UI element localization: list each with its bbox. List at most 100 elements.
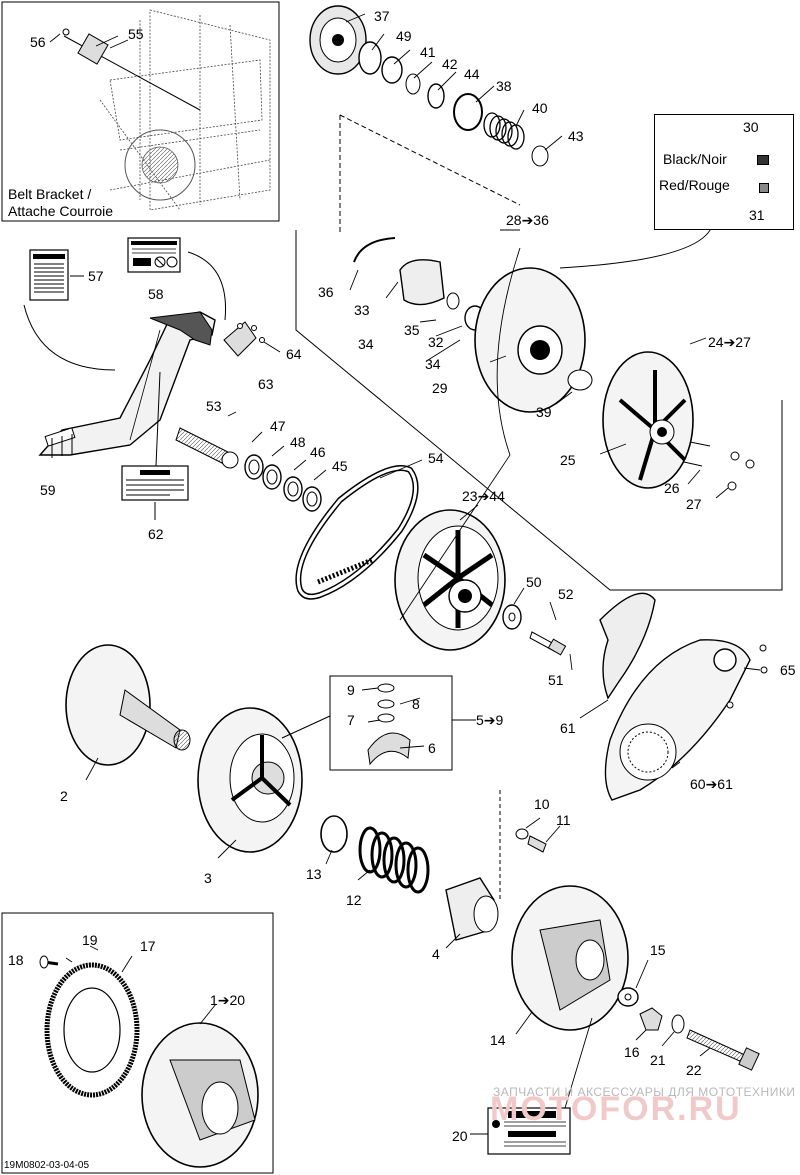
- legend-red: Red/Rouge: [659, 177, 730, 193]
- inset-caption: Belt Bracket / Attache Courroie: [8, 186, 113, 220]
- callout-22: 22: [686, 1062, 702, 1078]
- callout-51: 51: [548, 672, 564, 688]
- inset-caption-line1: Belt Bracket /: [8, 186, 92, 202]
- assembly-outline: [295, 114, 783, 621]
- callout-2: 2: [60, 788, 68, 804]
- belt-guard-59: [23, 251, 227, 458]
- callout-4: 4: [432, 946, 440, 962]
- drive-cover-60: [599, 592, 768, 801]
- shaft-53: [175, 427, 322, 512]
- callout-47: 47: [270, 418, 286, 434]
- cover-14: [511, 885, 629, 1031]
- callout-50: 50: [526, 574, 542, 590]
- callout-60-61: 60➔61: [690, 776, 733, 792]
- drive-pulley-inset: [1, 912, 274, 1174]
- callout-16: 16: [624, 1044, 640, 1060]
- decal-57: [29, 249, 84, 301]
- callout-7: 7: [347, 712, 355, 728]
- callout-33: 33: [354, 302, 370, 318]
- watermark-text: ЗАПЧАСТИ И АКСЕССУАРЫ ДЛЯ МОТОТЕХНИКИ: [493, 1085, 796, 1099]
- drive-belt-54: [295, 465, 419, 600]
- callout-6: 6: [428, 740, 436, 756]
- inset-caption-line2: Attache Courroie: [8, 203, 114, 219]
- callout-26: 26: [664, 480, 680, 496]
- warning-decal-20: [487, 1107, 571, 1155]
- color-legend: 30 Black/Noir Red/Rouge 31: [654, 114, 794, 230]
- callout-56: 56: [30, 34, 46, 50]
- callout-37: 37: [374, 8, 390, 24]
- cam-assembly: [602, 351, 755, 491]
- legend-top-number: 30: [743, 119, 759, 135]
- callout-64: 64: [286, 346, 302, 362]
- callout-5-9: 5➔9: [476, 712, 504, 728]
- decal-58: [127, 237, 181, 273]
- callout-19: 19: [82, 932, 98, 948]
- callout-11: 11: [556, 812, 571, 828]
- callout-21: 21: [650, 1052, 666, 1068]
- callout-57: 57: [88, 268, 104, 284]
- callout-29: 29: [432, 380, 448, 396]
- callout-36: 36: [318, 284, 334, 300]
- upper-assembly: [309, 5, 593, 413]
- callout-39: 39: [536, 404, 552, 420]
- decal-62: [121, 371, 189, 520]
- callout-42: 42: [442, 56, 458, 72]
- callout-59: 59: [40, 482, 56, 498]
- callout-1-20: 1➔20: [210, 992, 246, 1008]
- callout-53: 53: [206, 398, 222, 414]
- belt-bracket-inset: [1, 1, 280, 222]
- callout-49: 49: [396, 28, 412, 44]
- legend-bottom-number: 31: [749, 207, 765, 223]
- legend-black: Black/Noir: [663, 151, 727, 167]
- watermark-logo: MOTOFOR.RU: [490, 1090, 742, 1128]
- driven-pulley: [394, 509, 506, 651]
- spring-12: [320, 790, 501, 941]
- callout-38: 38: [496, 78, 512, 94]
- callout-55: 55: [128, 26, 144, 42]
- callout-45: 45: [332, 458, 348, 474]
- callout-61: 61: [560, 720, 576, 736]
- callout-34b: 34: [425, 356, 441, 372]
- callout-3: 3: [204, 870, 212, 886]
- callout-54: 54: [428, 450, 444, 466]
- screw-11: [515, 828, 547, 853]
- callout-62: 62: [148, 526, 164, 542]
- red-screw-icon: [759, 183, 769, 193]
- callout-58: 58: [148, 286, 164, 302]
- callout-25: 25: [560, 452, 576, 468]
- callout-52: 52: [558, 586, 574, 602]
- callout-8: 8: [412, 696, 420, 712]
- callout-18: 18: [8, 952, 24, 968]
- bolt-51: [502, 604, 567, 656]
- callout-12: 12: [346, 892, 362, 908]
- callout-15: 15: [650, 942, 666, 958]
- callout-23-44: 23➔44: [462, 488, 505, 504]
- callout-14: 14: [490, 1032, 506, 1048]
- callout-44: 44: [464, 66, 480, 82]
- fixed-sheave-2: [65, 644, 191, 766]
- callout-35: 35: [404, 322, 420, 338]
- clip-63: [223, 321, 281, 357]
- callout-17: 17: [140, 938, 156, 954]
- callout-9: 9: [347, 682, 355, 698]
- callout-63: 63: [258, 376, 274, 392]
- callout-41: 41: [420, 44, 436, 60]
- callout-24-27: 24➔27: [708, 334, 751, 350]
- callout-40: 40: [532, 100, 548, 116]
- diagram-code: 19M0802-03-04-05: [4, 1160, 90, 1171]
- callout-20-sticker: 20: [452, 1128, 468, 1144]
- callout-10: 10: [534, 796, 550, 812]
- callout-65: 65: [780, 662, 796, 678]
- leader-lines: [49, 13, 761, 1135]
- movable-sheave-3: [197, 707, 303, 853]
- black-screw-icon: [757, 155, 769, 165]
- callout-48: 48: [290, 434, 306, 450]
- callout-43: 43: [568, 128, 584, 144]
- callout-27: 27: [686, 496, 702, 512]
- kit-box-5-9: [281, 675, 476, 771]
- callout-46: 46: [310, 444, 326, 460]
- callout-13: 13: [306, 866, 322, 882]
- callout-32: 32: [428, 334, 444, 350]
